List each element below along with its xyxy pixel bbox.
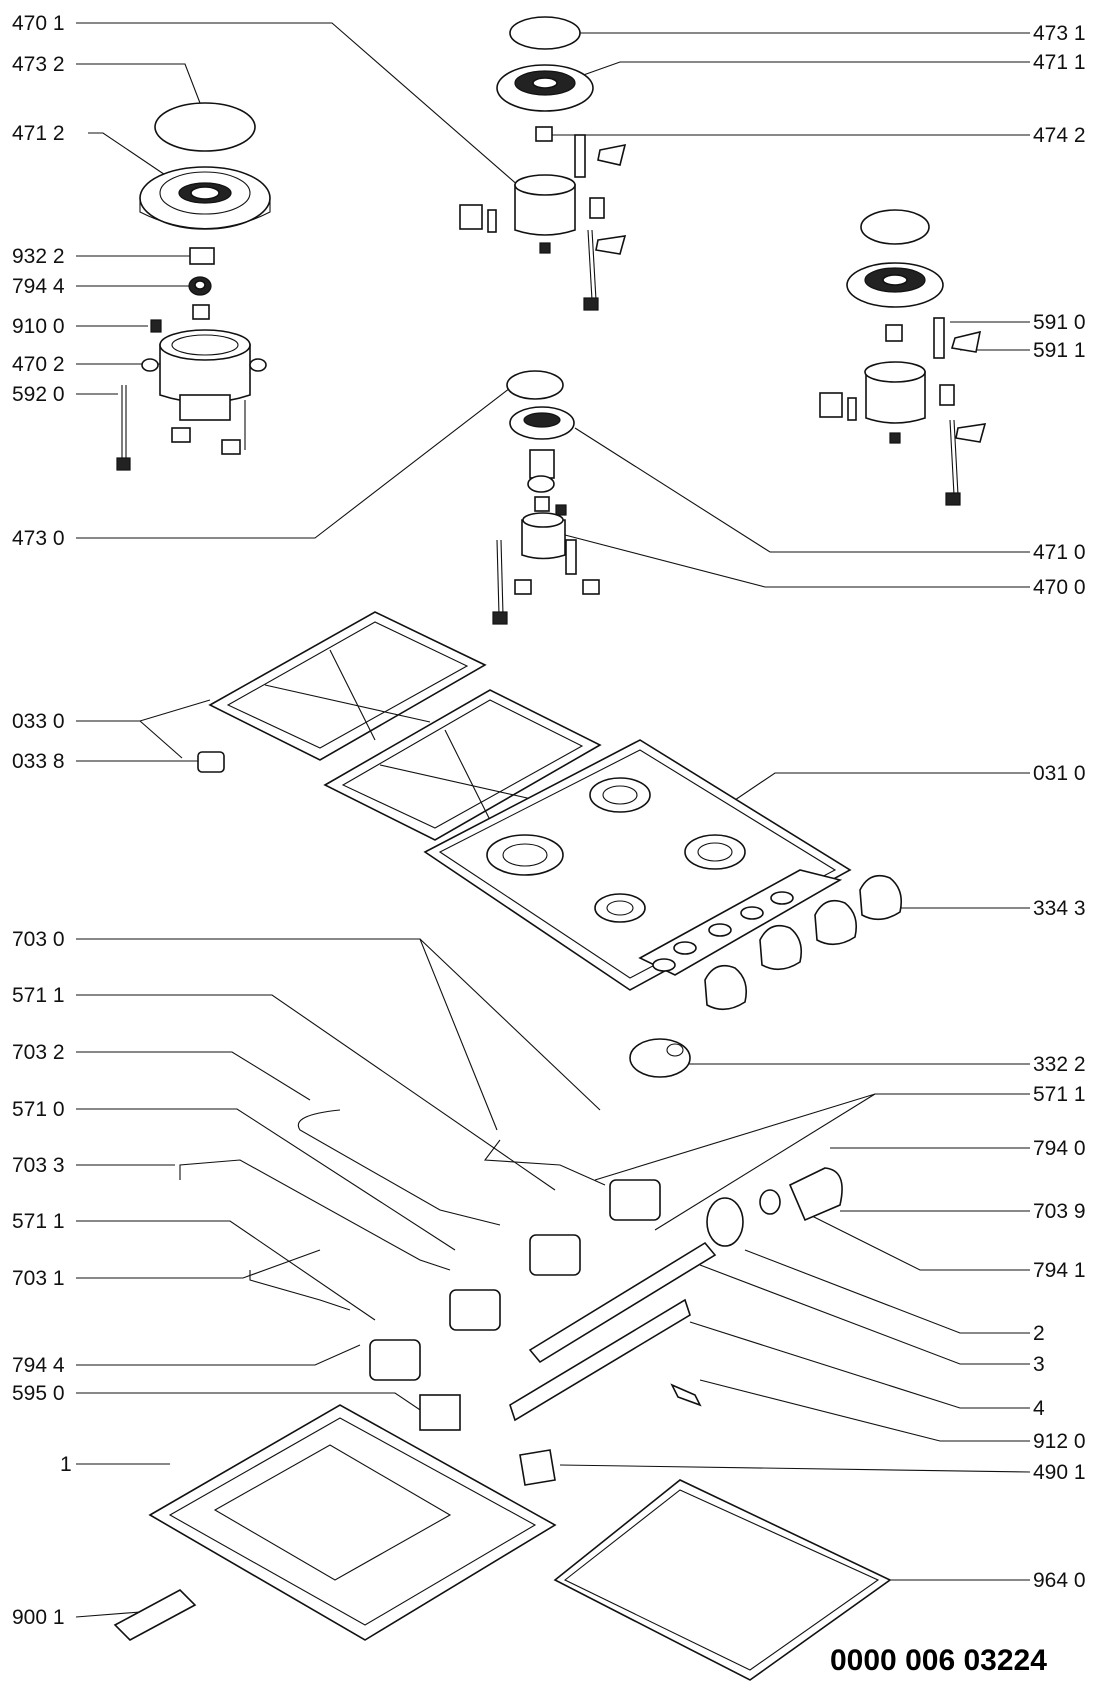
label-031-0: 031 0 [1033,762,1086,785]
label-473-1: 473 1 [1033,22,1086,45]
label-470-1: 470 1 [12,12,65,35]
burner-body [514,184,576,236]
pan-supports [197,611,602,841]
label-932-2: 932 2 [12,245,65,268]
rubber-foot [197,751,225,773]
thermocouple [933,317,945,359]
label-592-0: 592 0 [12,383,65,406]
hob-top [423,739,852,991]
clip [189,247,215,265]
injector [885,324,903,342]
burner-right [819,209,987,506]
burner-cap-large [154,102,256,152]
label-490-1: 490 1 [1033,1461,1086,1484]
label-794-1: 794 1 [1033,1259,1086,1282]
support-bracket [509,1298,691,1422]
burner-body [521,519,566,560]
gas-ramp-pipe [528,1241,717,1364]
label-703-3: 703 3 [12,1154,65,1177]
ignition-module [419,1394,461,1431]
burner-cap [509,16,581,50]
burner-body [865,371,926,424]
label-2: 2 [1033,1322,1045,1345]
base-tray [113,1404,892,1681]
gas-tap [449,1289,501,1331]
label-591-0: 591 0 [1033,311,1086,334]
burner-cap [506,370,564,400]
cable-holder [519,1449,556,1486]
label-474-2: 474 2 [1033,124,1086,147]
screw [150,319,162,333]
gas-tap [369,1339,421,1381]
screw [670,1383,702,1407]
label-1: 1 [60,1453,72,1476]
label-3: 3 [1033,1353,1045,1376]
knob [859,874,903,921]
injector [535,126,553,142]
burner-cap [860,209,930,245]
knob [814,899,858,946]
label-900-1: 900 1 [12,1606,65,1629]
label-473-0: 473 0 [12,527,65,550]
callout-labels: 470 1 473 2 471 2 932 2 794 4 910 0 470 … [12,12,1086,1629]
label-703-2: 703 2 [12,1041,65,1064]
bottom-case [148,1404,557,1641]
label-332-2: 332 2 [1033,1053,1086,1076]
injector [192,304,210,320]
knob [704,964,748,1011]
label-703-0: 703 0 [12,928,65,951]
elbow-connector [788,1167,843,1222]
label-794-4: 794 4 [12,275,65,298]
label-591-1: 591 1 [1033,339,1086,362]
fixing-clamp [113,1589,197,1641]
label-910-0: 910 0 [12,315,65,338]
label-912-0: 912 0 [1033,1430,1086,1453]
label-470-0: 470 0 [1033,576,1086,599]
label-033-0: 033 0 [12,710,65,733]
gas-taps [369,1179,661,1381]
label-471-1: 471 1 [1033,51,1086,74]
knob [759,924,803,971]
label-794-0: 794 0 [1033,1137,1086,1160]
label-4: 4 [1033,1397,1045,1420]
label-033-8: 033 8 [12,750,65,773]
label-471-0: 471 0 [1033,541,1086,564]
label-471-2: 471 2 [12,122,65,145]
leader-lines [75,22,1031,1618]
label-473-2: 473 2 [12,53,65,76]
gas-tap [609,1179,661,1221]
ignition-button [629,1038,691,1078]
label-571-1: 571 1 [12,984,65,1007]
label-470-2: 470 2 [12,353,65,376]
gas-tap [529,1234,581,1276]
burner-top-left [116,102,271,471]
label-571-1: 571 1 [12,1210,65,1233]
burner-top-center [459,16,627,311]
label-595-0: 595 0 [12,1382,65,1405]
label-571-1: 571 1 [1033,1083,1086,1106]
label-703-9: 703 9 [1033,1200,1086,1223]
document-code: 0000 006 03224 [830,1644,1047,1677]
lower-parts [419,1298,702,1486]
gas-pipes [179,1109,843,1364]
label-964-0: 964 0 [1033,1569,1086,1592]
label-703-1: 703 1 [12,1267,65,1290]
label-794-4: 794 4 [12,1354,65,1377]
label-334-3: 334 3 [1033,897,1086,920]
nut [706,1197,744,1247]
burner-center-small [492,370,600,625]
washer [759,1189,781,1215]
label-571-0: 571 0 [12,1098,65,1121]
thermocouple [574,134,586,178]
knobs [629,874,903,1078]
